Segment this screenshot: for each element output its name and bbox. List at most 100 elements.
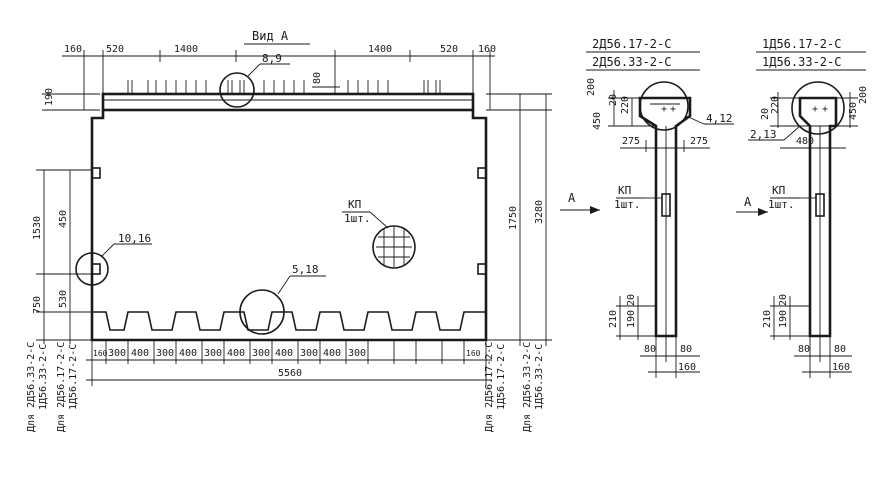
left-dim-1530: 1530 bbox=[32, 216, 43, 240]
section-1-dim-80-right: 80 bbox=[680, 344, 692, 355]
section-1-arrow-head bbox=[590, 206, 600, 214]
svg-text:+: + bbox=[812, 104, 818, 115]
bottom-dimension-lines bbox=[86, 340, 492, 386]
top-dim-520-left: 520 bbox=[106, 44, 124, 55]
left-notes: Для 2Д56.33-2-С 1Д56.33-2-С Для 2Д56.17-… bbox=[26, 342, 79, 432]
kp-mesh-circle bbox=[372, 225, 416, 269]
section-1-title-top: 2Д56.17-2-С bbox=[592, 37, 671, 51]
section-1-dim-lines bbox=[608, 90, 710, 378]
section-1-dim-220: 220 bbox=[620, 96, 631, 114]
right-note-2: 1Д56.17-2-С bbox=[496, 344, 507, 410]
height-dim-190: 190 bbox=[44, 88, 55, 106]
section-2-dim-210: 210 bbox=[762, 310, 773, 328]
section-1-kp-plate bbox=[661, 193, 671, 217]
left-dim-750: 750 bbox=[32, 296, 43, 314]
bottom-dim-9: 300 bbox=[300, 348, 318, 359]
top-dim-1400-right: 1400 bbox=[368, 44, 392, 55]
section-2-dim-190: 190 bbox=[778, 310, 789, 328]
view-title: Вид А bbox=[252, 29, 289, 43]
top-dim-160-right: 160 bbox=[478, 44, 496, 55]
left-note-4: 1Д56.17-2-С bbox=[68, 344, 79, 410]
section-2-arrow-label: А bbox=[744, 195, 752, 209]
section-1: 2Д56.17-2-С 2Д56.33-2-С + + bbox=[560, 37, 734, 378]
top-dimension-ticks bbox=[83, 50, 491, 110]
section-1-dim-20-bottom: 20 bbox=[626, 294, 637, 306]
top-dim-1400-left: 1400 bbox=[174, 44, 198, 55]
section-1-dim-450: 450 bbox=[592, 112, 603, 130]
callout-10-16: 10,16 bbox=[118, 232, 151, 245]
section-2-title-bottom: 1Д56.33-2-С bbox=[762, 55, 841, 69]
bottom-dim-6: 400 bbox=[227, 348, 245, 359]
section-2-dim-20-bottom: 20 bbox=[778, 294, 789, 306]
callout-5-18: 5,18 bbox=[292, 263, 319, 276]
bottom-dim-2: 400 bbox=[131, 348, 149, 359]
bottom-dim-8: 400 bbox=[275, 348, 293, 359]
right-dimension-lines bbox=[486, 93, 552, 346]
bottom-dim-0: 160 bbox=[93, 349, 108, 358]
bottom-dim-10: 400 bbox=[323, 348, 341, 359]
left-note-1: Для 2Д56.33-2-С bbox=[26, 342, 37, 432]
bottom-dim-5: 300 bbox=[204, 348, 222, 359]
section-1-dim-160: 160 bbox=[678, 362, 696, 373]
section-1-arrow-label: А bbox=[568, 191, 576, 205]
bottom-dim-11: 300 bbox=[348, 348, 366, 359]
right-note-3: Для 2Д56.33-2-С bbox=[522, 342, 533, 432]
height-dim-80: 80 bbox=[312, 72, 323, 84]
bottom-dim-3: 300 bbox=[156, 348, 174, 359]
section-1-dim-20: 20 bbox=[608, 94, 619, 106]
bottom-dim-7: 300 bbox=[252, 348, 270, 359]
section-1-callout-circle bbox=[639, 81, 689, 131]
panel-outline bbox=[90, 110, 488, 342]
svg-text:+: + bbox=[661, 104, 667, 115]
right-note-4: 1Д56.33-2-С bbox=[534, 344, 545, 410]
svg-text:+: + bbox=[670, 104, 676, 115]
section-2-dim-220: 220 bbox=[770, 96, 781, 114]
callout-circle-10-16 bbox=[75, 252, 109, 286]
section-2-arrow-head bbox=[758, 208, 768, 216]
side-embeds bbox=[91, 167, 487, 275]
section-2-callout-circle bbox=[791, 81, 845, 135]
section-2-dim-450: 450 bbox=[848, 102, 859, 120]
section-1-title-bottom: 2Д56.33-2-С bbox=[592, 55, 671, 69]
top-dim-160-left: 160 bbox=[64, 44, 82, 55]
section-1-dim-200: 200 bbox=[586, 78, 597, 96]
section-1-dim-275-left: 275 bbox=[622, 136, 640, 147]
right-dim-1750: 1750 bbox=[508, 206, 519, 230]
top-rebar-outlets bbox=[127, 80, 441, 94]
section-2-kp-qty: 1шт. bbox=[768, 198, 795, 211]
section-2-dim-480: 480 bbox=[796, 136, 814, 147]
section-2: 1Д56.17-2-С 1Д56.33-2-С + + 20 220 450 2… bbox=[736, 37, 869, 378]
bottom-dim-4: 400 bbox=[179, 348, 197, 359]
section-1-callout: 4,12 bbox=[706, 112, 733, 125]
callout-8-9: 8,9 bbox=[262, 52, 282, 65]
right-dim-3280: 3280 bbox=[534, 200, 545, 224]
section-2-dim-20: 20 bbox=[760, 108, 771, 120]
section-1-kp-qty: 1шт. bbox=[614, 198, 641, 211]
section-2-dim-80-right: 80 bbox=[834, 344, 846, 355]
kp-label: КП bbox=[348, 198, 361, 211]
kp-mesh-grid bbox=[376, 227, 412, 267]
section-1-dim-275-right: 275 bbox=[690, 136, 708, 147]
svg-text:+: + bbox=[822, 104, 828, 115]
section-2-callout: 2,13 bbox=[750, 128, 777, 141]
section-1-dim-190: 190 bbox=[626, 310, 637, 328]
section-2-kp-label: КП bbox=[772, 184, 785, 197]
bottom-dim-1: 300 bbox=[108, 348, 126, 359]
callout-circle-8-9 bbox=[219, 72, 255, 108]
total-length-5560: 5560 bbox=[278, 368, 302, 379]
section-1-dim-80-left: 80 bbox=[644, 344, 656, 355]
section-1-dim-210: 210 bbox=[608, 310, 619, 328]
section-1-outline bbox=[638, 96, 692, 338]
left-dim-530: 530 bbox=[58, 290, 69, 308]
section-2-dim-200: 200 bbox=[858, 86, 869, 104]
bottom-dim-labels: 160 300 400 300 400 300 400 300 400 300 … bbox=[93, 348, 481, 359]
top-dim-520-right: 520 bbox=[440, 44, 458, 55]
section-2-dim-lines bbox=[770, 92, 858, 378]
left-note-2: 1Д56.33-2-С bbox=[38, 344, 49, 410]
left-dim-450: 450 bbox=[58, 210, 69, 228]
right-notes: Для 2Д56.17-2-С 1Д56.17-2-С Для 2Д56.33-… bbox=[484, 342, 545, 432]
section-2-kp-plate bbox=[815, 193, 825, 217]
top-beam bbox=[101, 92, 475, 112]
right-note-1: Для 2Д56.17-2-С bbox=[484, 342, 495, 432]
